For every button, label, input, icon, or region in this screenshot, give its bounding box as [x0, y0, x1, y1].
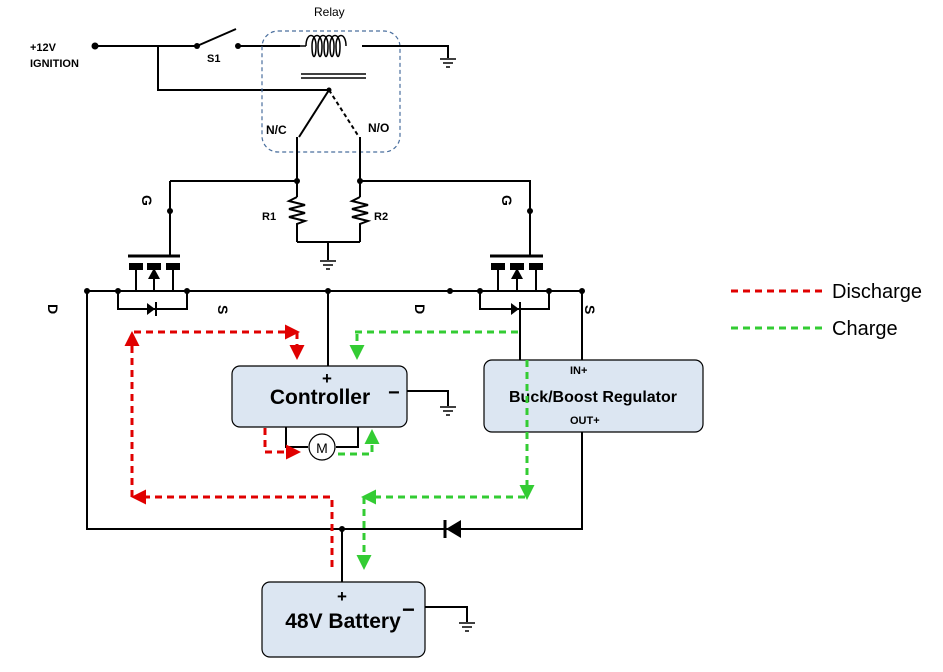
- gate-label: G: [139, 195, 155, 206]
- drain-label: D: [45, 304, 61, 314]
- ground-symbol: [440, 406, 456, 416]
- battery-title: 48V Battery: [285, 610, 401, 633]
- relay: Relay N/C N/O: [261, 5, 449, 153]
- discharge-path: [124, 324, 334, 567]
- motor-label: M: [316, 440, 328, 456]
- supply-label-ignition: IGNITION: [30, 58, 79, 70]
- motor: M: [285, 427, 359, 461]
- relay-label: Relay: [314, 5, 345, 19]
- battery-minus: −: [402, 597, 415, 622]
- controller-block: Controller + −: [231, 365, 408, 428]
- ground-symbol: [440, 58, 456, 68]
- no-label: N/O: [368, 121, 389, 135]
- source-label: S: [215, 305, 231, 314]
- switch-s1: S1: [194, 28, 241, 65]
- legend-discharge-label: Discharge: [832, 281, 922, 303]
- resistor-r1: R1: [262, 196, 309, 242]
- mosfet-left: G D S: [45, 195, 231, 316]
- r1-label: R1: [262, 211, 276, 223]
- diode: [443, 520, 461, 538]
- ground-symbol: [320, 260, 336, 270]
- controller-minus: −: [388, 382, 400, 404]
- drain-label: D: [412, 304, 428, 314]
- battery-block: 48V Battery + −: [261, 581, 426, 658]
- regulator-title: Buck/Boost Regulator: [509, 389, 677, 406]
- ignition-supply: +12V IGNITION: [30, 42, 99, 70]
- supply-label: +12V: [30, 42, 57, 54]
- regulator-out: OUT+: [570, 415, 600, 427]
- charge-path: [338, 330, 535, 570]
- gate-label: G: [499, 195, 515, 206]
- resistor-r2: R2: [349, 196, 388, 242]
- source-label: S: [582, 305, 598, 314]
- controller-title: Controller: [270, 386, 370, 409]
- controller-plus: +: [322, 369, 332, 388]
- ground-symbol: [459, 622, 475, 632]
- relay-coil: [300, 34, 366, 79]
- r2-label: R2: [374, 211, 388, 223]
- regulator-in: IN+: [570, 365, 587, 377]
- switch-label: S1: [207, 53, 220, 65]
- mosfet-right: G D S: [412, 195, 598, 316]
- battery-plus: +: [337, 587, 347, 606]
- legend-charge-label: Charge: [832, 318, 898, 340]
- nc-label: N/C: [266, 123, 287, 137]
- regulator-block: Buck/Boost Regulator IN+ OUT+: [483, 359, 704, 433]
- legend: Discharge Charge: [731, 281, 922, 340]
